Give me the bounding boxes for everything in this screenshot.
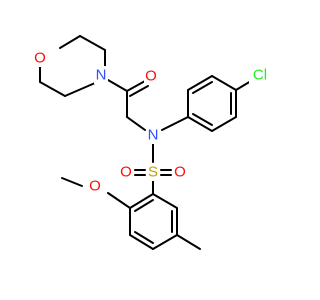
atom-label-cl: Cl [253, 67, 267, 84]
atom-s: S [146, 163, 160, 181]
atom-label-n-morpholine: N [96, 67, 107, 84]
atom-n-sulfonamide: N [146, 126, 160, 144]
atom-label-o-sulfonyl-right: O [174, 164, 186, 181]
atom-label-s: S [148, 164, 158, 181]
atom-o-carbonyl: O [144, 67, 158, 85]
atom-o-morpholine: O [33, 49, 47, 67]
atom-label-o-methoxy: O [89, 178, 101, 195]
atom-cl: Cl [249, 66, 271, 84]
atom-n-morpholine: N [94, 66, 108, 84]
atom-o-sulfonyl-right: O [173, 163, 187, 181]
atom-label-o-morpholine: O [34, 50, 46, 67]
atom-o-sulfonyl-left: O [119, 163, 133, 181]
bond-lines [39, 35, 252, 250]
atom-label-n-sulfonamide: N [148, 127, 159, 144]
atom-o-methoxy: O [88, 177, 102, 195]
atom-label-o-carbonyl: O [145, 68, 157, 85]
atom-labels: O N O Cl N S O O [33, 49, 271, 195]
structure-diagram: O N O Cl N S O O [33, 35, 271, 250]
molecule-canvas: O N O Cl N S O O [33, 35, 271, 250]
atom-label-o-sulfonyl-left: O [120, 164, 132, 181]
